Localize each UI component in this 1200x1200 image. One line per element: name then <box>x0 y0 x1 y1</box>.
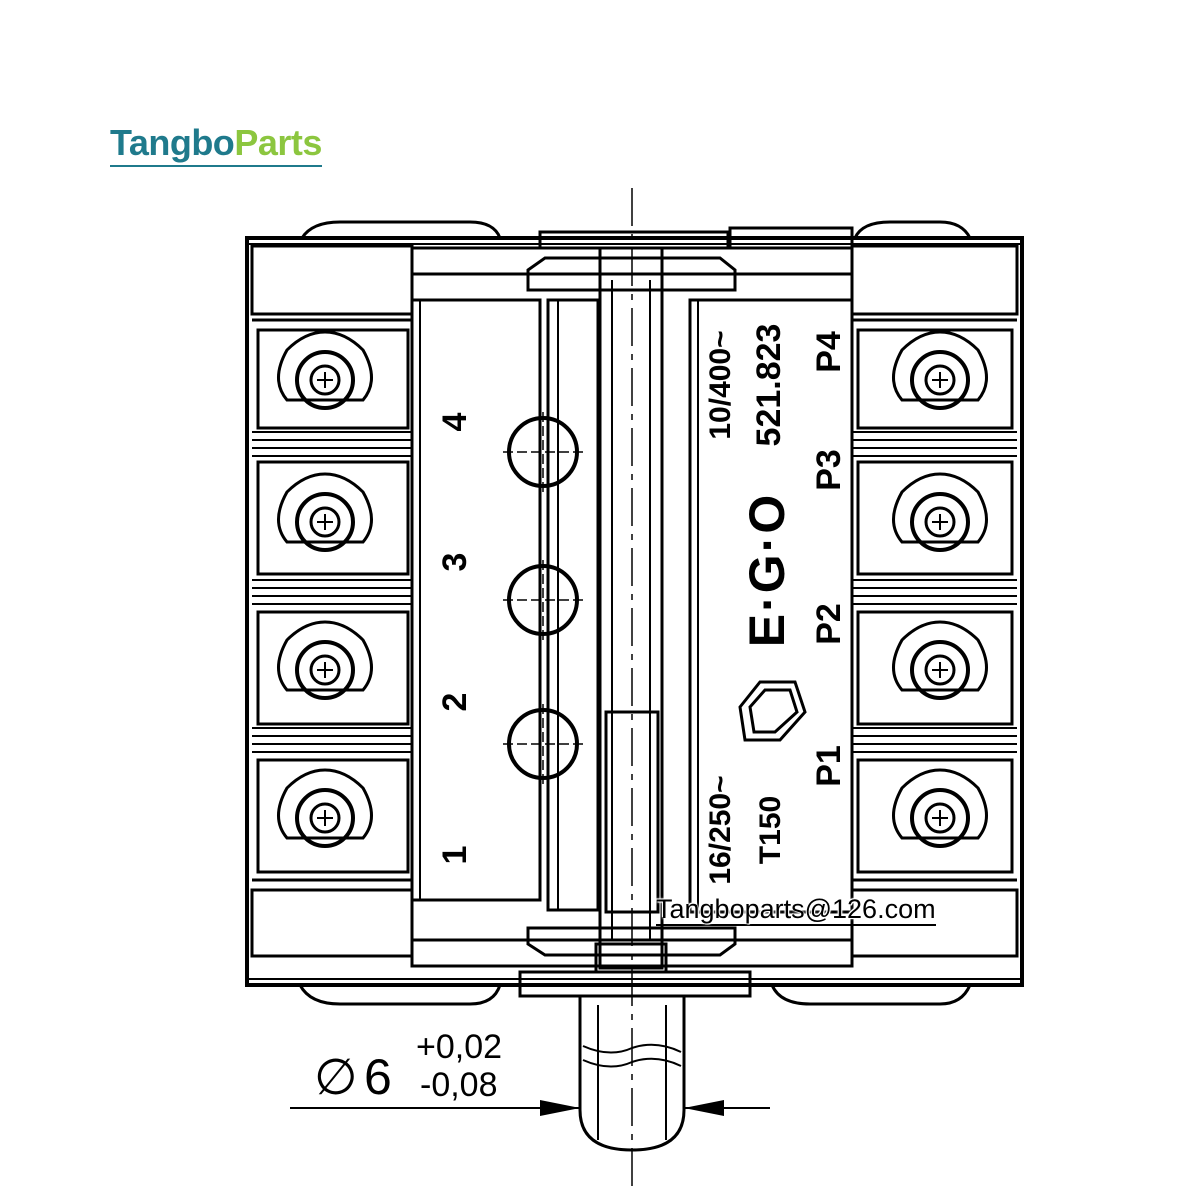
dim-tol-upper: +0,02 <box>416 1028 502 1066</box>
terminal-labels: P4 P3 P2 P1 <box>810 331 848 787</box>
pos-number-2: 2 <box>436 693 474 712</box>
dim-tol-lower: -0,08 <box>420 1066 498 1104</box>
contact-indicators <box>503 412 583 784</box>
central-body <box>410 226 854 998</box>
dim-symbol: ∅ <box>314 1049 358 1105</box>
rating-bottom: 16/250~ <box>704 775 737 884</box>
top-tab-right <box>853 220 972 239</box>
bottom-tab-right <box>770 984 972 1006</box>
screw-terminals-right <box>892 330 988 848</box>
dimension-line <box>290 1100 770 1116</box>
ego-logo-mark <box>738 680 807 742</box>
top-tab-left <box>300 220 502 239</box>
label-p2: P2 <box>810 603 848 645</box>
housing-outline <box>245 236 1024 987</box>
brand-logo-part1: Tangbo <box>110 122 235 163</box>
rating-plate: 10/400~ 521.823 E·G·O 16/250~ T150 <box>704 324 795 885</box>
right-terminal-block <box>850 244 1019 958</box>
dimension-text: ∅ 6 +0,02 -0,08 <box>314 1028 502 1105</box>
temp-rating: T150 <box>754 796 787 864</box>
pos-number-1: 1 <box>436 846 474 865</box>
dim-value: 6 <box>364 1049 392 1105</box>
pos-number-3: 3 <box>436 553 474 572</box>
bottom-tab-left <box>298 984 502 1006</box>
label-p1: P1 <box>810 745 848 787</box>
label-p3: P3 <box>810 449 848 491</box>
part-number: 521.823 <box>750 324 788 447</box>
brand-logo-part2: Parts <box>234 122 322 163</box>
plate-brand: E·G·O <box>739 493 795 647</box>
brand-logo: TangboParts <box>110 122 322 167</box>
left-terminal-block <box>250 244 414 958</box>
watermark-email: Tangboparts@126.com <box>656 894 936 926</box>
position-numbers: 4 3 2 1 <box>436 412 474 864</box>
rating-top: 10/400~ <box>704 330 737 439</box>
screw-terminals-left <box>277 330 373 848</box>
label-p4: P4 <box>810 331 848 373</box>
pos-number-4: 4 <box>436 412 474 431</box>
